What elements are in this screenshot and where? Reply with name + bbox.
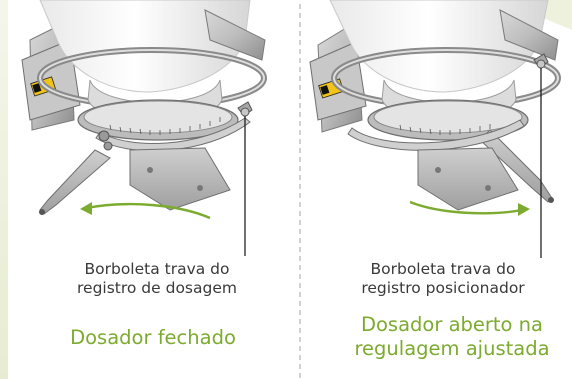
left-machine-illustration xyxy=(21,0,267,215)
right-machine-illustration xyxy=(309,0,561,211)
right-status-line2: regulagem ajustada xyxy=(354,337,550,360)
right-panel: Borboleta trava do registro posicionador… xyxy=(300,0,572,379)
right-arrow-head xyxy=(518,203,530,216)
left-arrow-head xyxy=(80,202,92,215)
left-caption-line1: Borboleta trava do xyxy=(84,260,230,278)
right-caption-line2: registro posicionador xyxy=(361,279,525,297)
left-panel: Borboleta trava do registro de dosagem D… xyxy=(48,260,258,350)
left-curved-arrow xyxy=(85,202,211,220)
right-caption-line1: Borboleta trava do xyxy=(370,260,516,278)
left-caption: Borboleta trava do registro de dosagem xyxy=(62,260,252,298)
right-caption: Borboleta trava do registro posicionador xyxy=(338,260,548,298)
right-curved-arrow xyxy=(409,200,523,215)
right-status-line1: Dosador aberto na xyxy=(360,313,543,336)
left-caption-line2: registro de dosagem xyxy=(77,279,237,297)
left-edge-shade xyxy=(0,0,8,379)
left-status-line1: Dosador fechado xyxy=(70,326,236,349)
right-status: Dosador aberto na regulagem ajustada xyxy=(338,313,566,361)
left-status: Dosador fechado xyxy=(48,326,258,350)
